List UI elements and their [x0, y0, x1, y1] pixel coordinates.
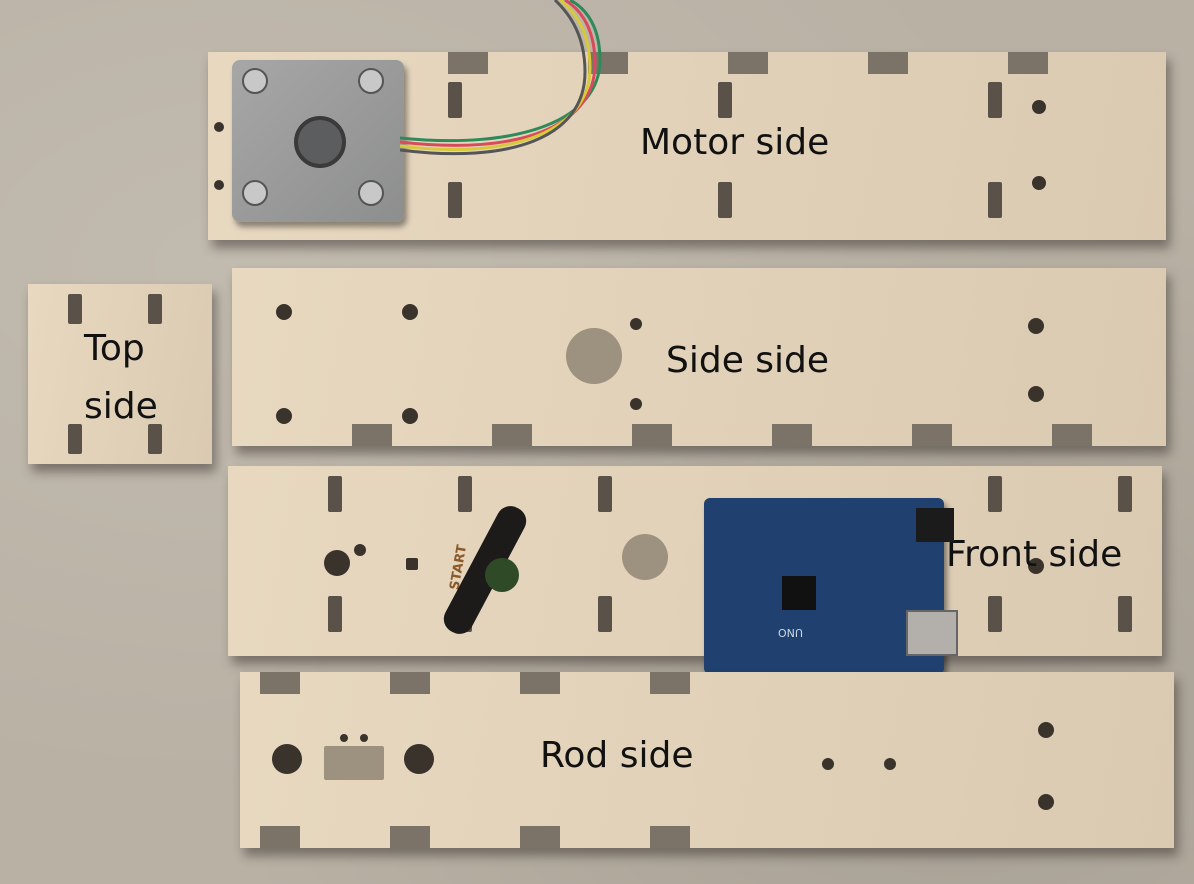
uno-silkscreen: UNO	[778, 626, 803, 639]
top-side-label-line1: Top	[84, 328, 145, 369]
stepper-motor	[232, 60, 404, 222]
top-side-panel	[28, 284, 212, 464]
arduino-uno-board: UNO	[704, 498, 958, 674]
microcontroller-chip	[782, 576, 816, 610]
motor-wires	[400, 0, 602, 156]
side-side-panel	[232, 268, 1166, 446]
front-side-panel	[228, 466, 1162, 656]
top-side-label-line2: side	[84, 386, 158, 427]
rod-side-label: Rod side	[540, 735, 694, 776]
usb-port	[906, 610, 958, 656]
front-side-label: Front side	[946, 534, 1123, 575]
rod-side-panel	[240, 672, 1174, 848]
potentiometer-knob	[485, 558, 519, 592]
motor-shaft	[294, 116, 346, 168]
motor-side-label: Motor side	[640, 122, 830, 163]
side-side-label: Side side	[666, 340, 830, 381]
power-jack	[916, 508, 954, 542]
